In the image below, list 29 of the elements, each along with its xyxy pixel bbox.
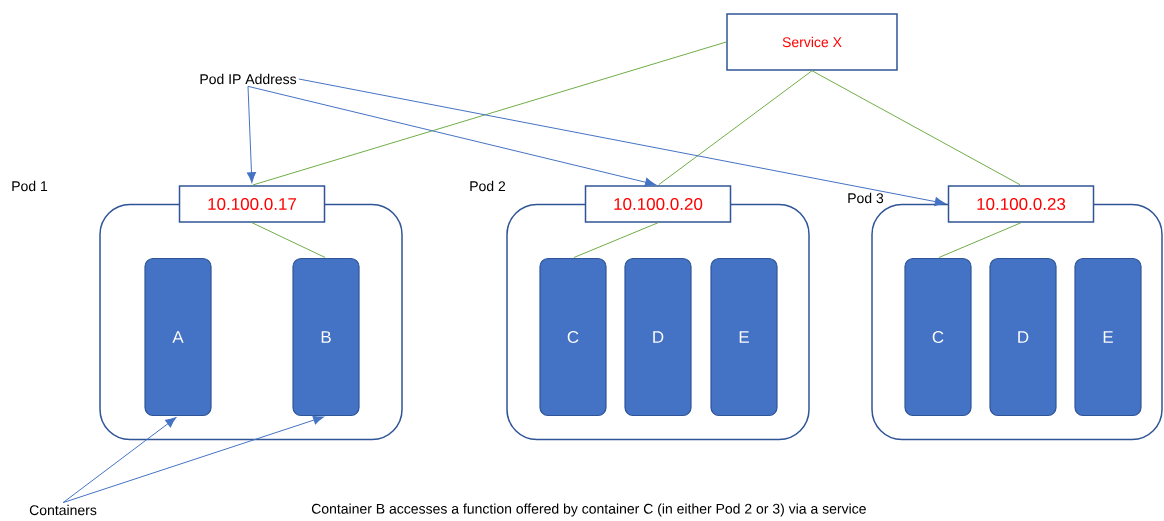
node-label: Pod 3	[848, 192, 884, 204]
service-box: Service X	[726, 13, 898, 71]
arrow	[62, 417, 177, 504]
callout-text: Containers	[29, 504, 97, 516]
connector-line	[658, 70, 813, 186]
ip-address-box: 10.100.0.20	[584, 185, 732, 223]
node-label: Pod 1	[12, 180, 48, 192]
container-box: D	[989, 257, 1057, 417]
container-box: B	[292, 257, 360, 417]
container-box: E	[1074, 257, 1142, 417]
container-box: C	[904, 257, 972, 417]
note-text: Container B accesses a function offered by container C (in either Pod 2 or 3) via a service	[311, 503, 866, 517]
callout-text: Pod IP Address	[200, 73, 297, 85]
arrow	[62, 415, 324, 504]
container-box: C	[539, 257, 607, 417]
arrow	[298, 78, 946, 207]
connector-line	[811, 70, 1021, 186]
container-box: E	[710, 257, 778, 417]
ip-address-box: 10.100.0.17	[178, 185, 326, 223]
container-box: D	[624, 257, 692, 417]
connector-line	[573, 222, 659, 258]
ip-address-box: 10.100.0.23	[947, 185, 1095, 223]
node-label: Pod 2	[470, 180, 506, 192]
connector-line	[252, 41, 727, 186]
arrow	[246, 85, 257, 183]
connector-line	[938, 222, 1022, 258]
arrow	[247, 85, 656, 187]
connector-line	[251, 222, 326, 258]
container-box: A	[144, 257, 212, 417]
